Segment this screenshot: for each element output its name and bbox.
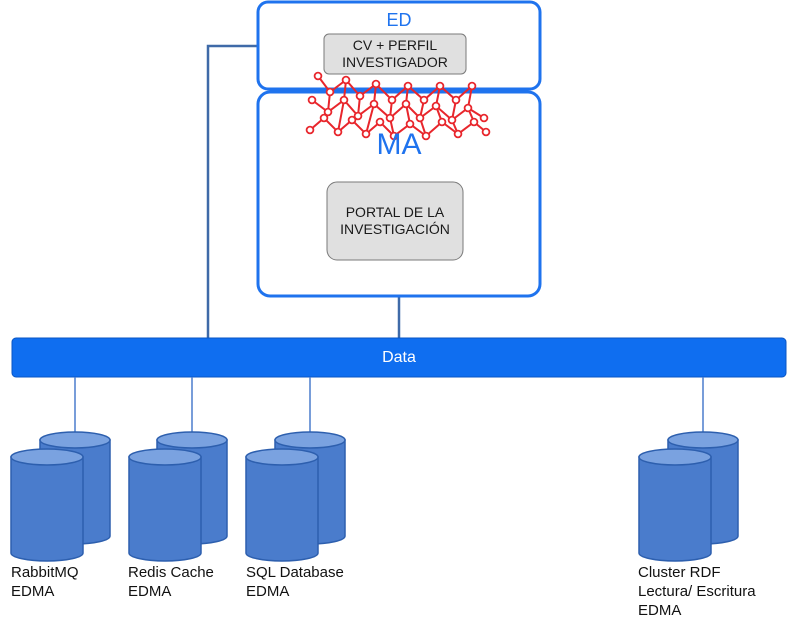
database-cylinder-front	[10, 448, 84, 562]
db-rdf-line3: EDMA	[638, 602, 681, 619]
database-icon-3	[638, 431, 739, 562]
database-icon-0	[10, 431, 111, 562]
database-cylinder-front	[128, 448, 202, 562]
db-rdf-line1: Cluster RDF	[638, 564, 721, 581]
database-icon-2	[245, 431, 346, 562]
db-rabbitmq-line2: EDMA	[11, 583, 54, 600]
database-group	[10, 431, 739, 562]
database-icon-1	[128, 431, 228, 562]
cv-perfil-label-line1: CV + PERFIL	[353, 37, 438, 53]
portal-investigacion-box[interactable]	[326, 181, 464, 261]
data-bus	[11, 337, 787, 378]
ed-title: ED	[386, 10, 411, 30]
db-sql-line2: EDMA	[246, 583, 289, 600]
data-bus-label: Data	[382, 349, 416, 366]
db-rdf-line2: Lectura/ Escritura	[638, 583, 756, 600]
cv-perfil-box[interactable]	[323, 33, 467, 75]
bus-to-db-connectors	[74, 377, 704, 434]
ma-title: MA	[377, 128, 422, 161]
db-redis-line2: EDMA	[128, 583, 171, 600]
portal-label-line2: INVESTIGACIÓN	[340, 221, 450, 237]
ed-to-data-connector	[206, 44, 259, 340]
network-graph-nodes	[305, 71, 491, 141]
db-redis-line1: Redis Cache	[128, 564, 214, 581]
portal-label-line1: PORTAL DE LA	[346, 204, 445, 220]
cv-perfil-label-line2: INVESTIGADOR	[342, 54, 448, 70]
database-cylinder-front	[638, 448, 712, 562]
db-sql-line1: SQL Database	[246, 564, 344, 581]
database-cylinder-front	[245, 448, 319, 562]
db-rabbitmq-line1: RabbitMQ	[11, 564, 79, 581]
